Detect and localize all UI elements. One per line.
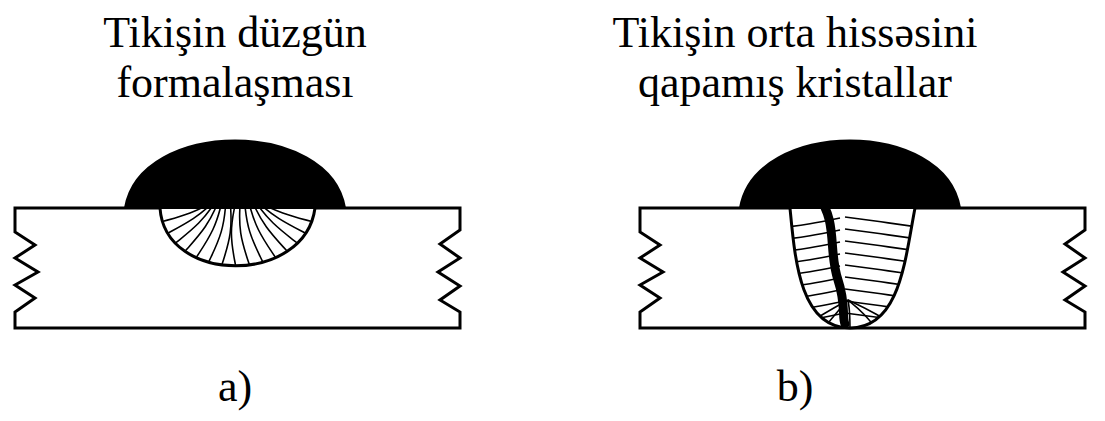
weld-reinforcement bbox=[125, 141, 345, 209]
crystal-line bbox=[845, 253, 925, 264]
crystal-line bbox=[845, 229, 925, 240]
plate bbox=[15, 208, 460, 328]
crystal-line bbox=[845, 277, 925, 288]
crystal-line bbox=[196, 204, 221, 258]
crystal-line bbox=[845, 313, 925, 324]
caption-text: Tikişin düzgün formalaşması bbox=[45, 8, 425, 108]
crystal-line bbox=[848, 300, 885, 339]
crystal-line bbox=[253, 204, 287, 251]
caption-text: Tikişin orta hissəsini qapamış kristalla… bbox=[555, 8, 1035, 108]
crystal-line bbox=[845, 217, 925, 228]
crystal-line bbox=[185, 204, 218, 251]
crystal-line bbox=[209, 204, 226, 262]
crystal-line bbox=[780, 290, 840, 300]
crystal-line bbox=[845, 265, 925, 276]
figure-letter: a) bbox=[195, 362, 275, 412]
weld-pool bbox=[790, 208, 915, 328]
crystals bbox=[162, 204, 311, 266]
center-crack bbox=[818, 196, 845, 324]
weld-reinforcement bbox=[740, 141, 960, 209]
crystal-line bbox=[240, 204, 250, 265]
plate bbox=[640, 208, 1085, 328]
crystal-line bbox=[257, 204, 298, 243]
crystal-line bbox=[231, 204, 235, 266]
crystal-line bbox=[848, 300, 913, 336]
crystal-line bbox=[222, 204, 231, 265]
crystal-line bbox=[845, 241, 925, 252]
crystal-line bbox=[780, 278, 840, 288]
crystal-line bbox=[845, 289, 925, 300]
crystals bbox=[780, 217, 925, 340]
figure-letter: b) bbox=[755, 362, 835, 412]
